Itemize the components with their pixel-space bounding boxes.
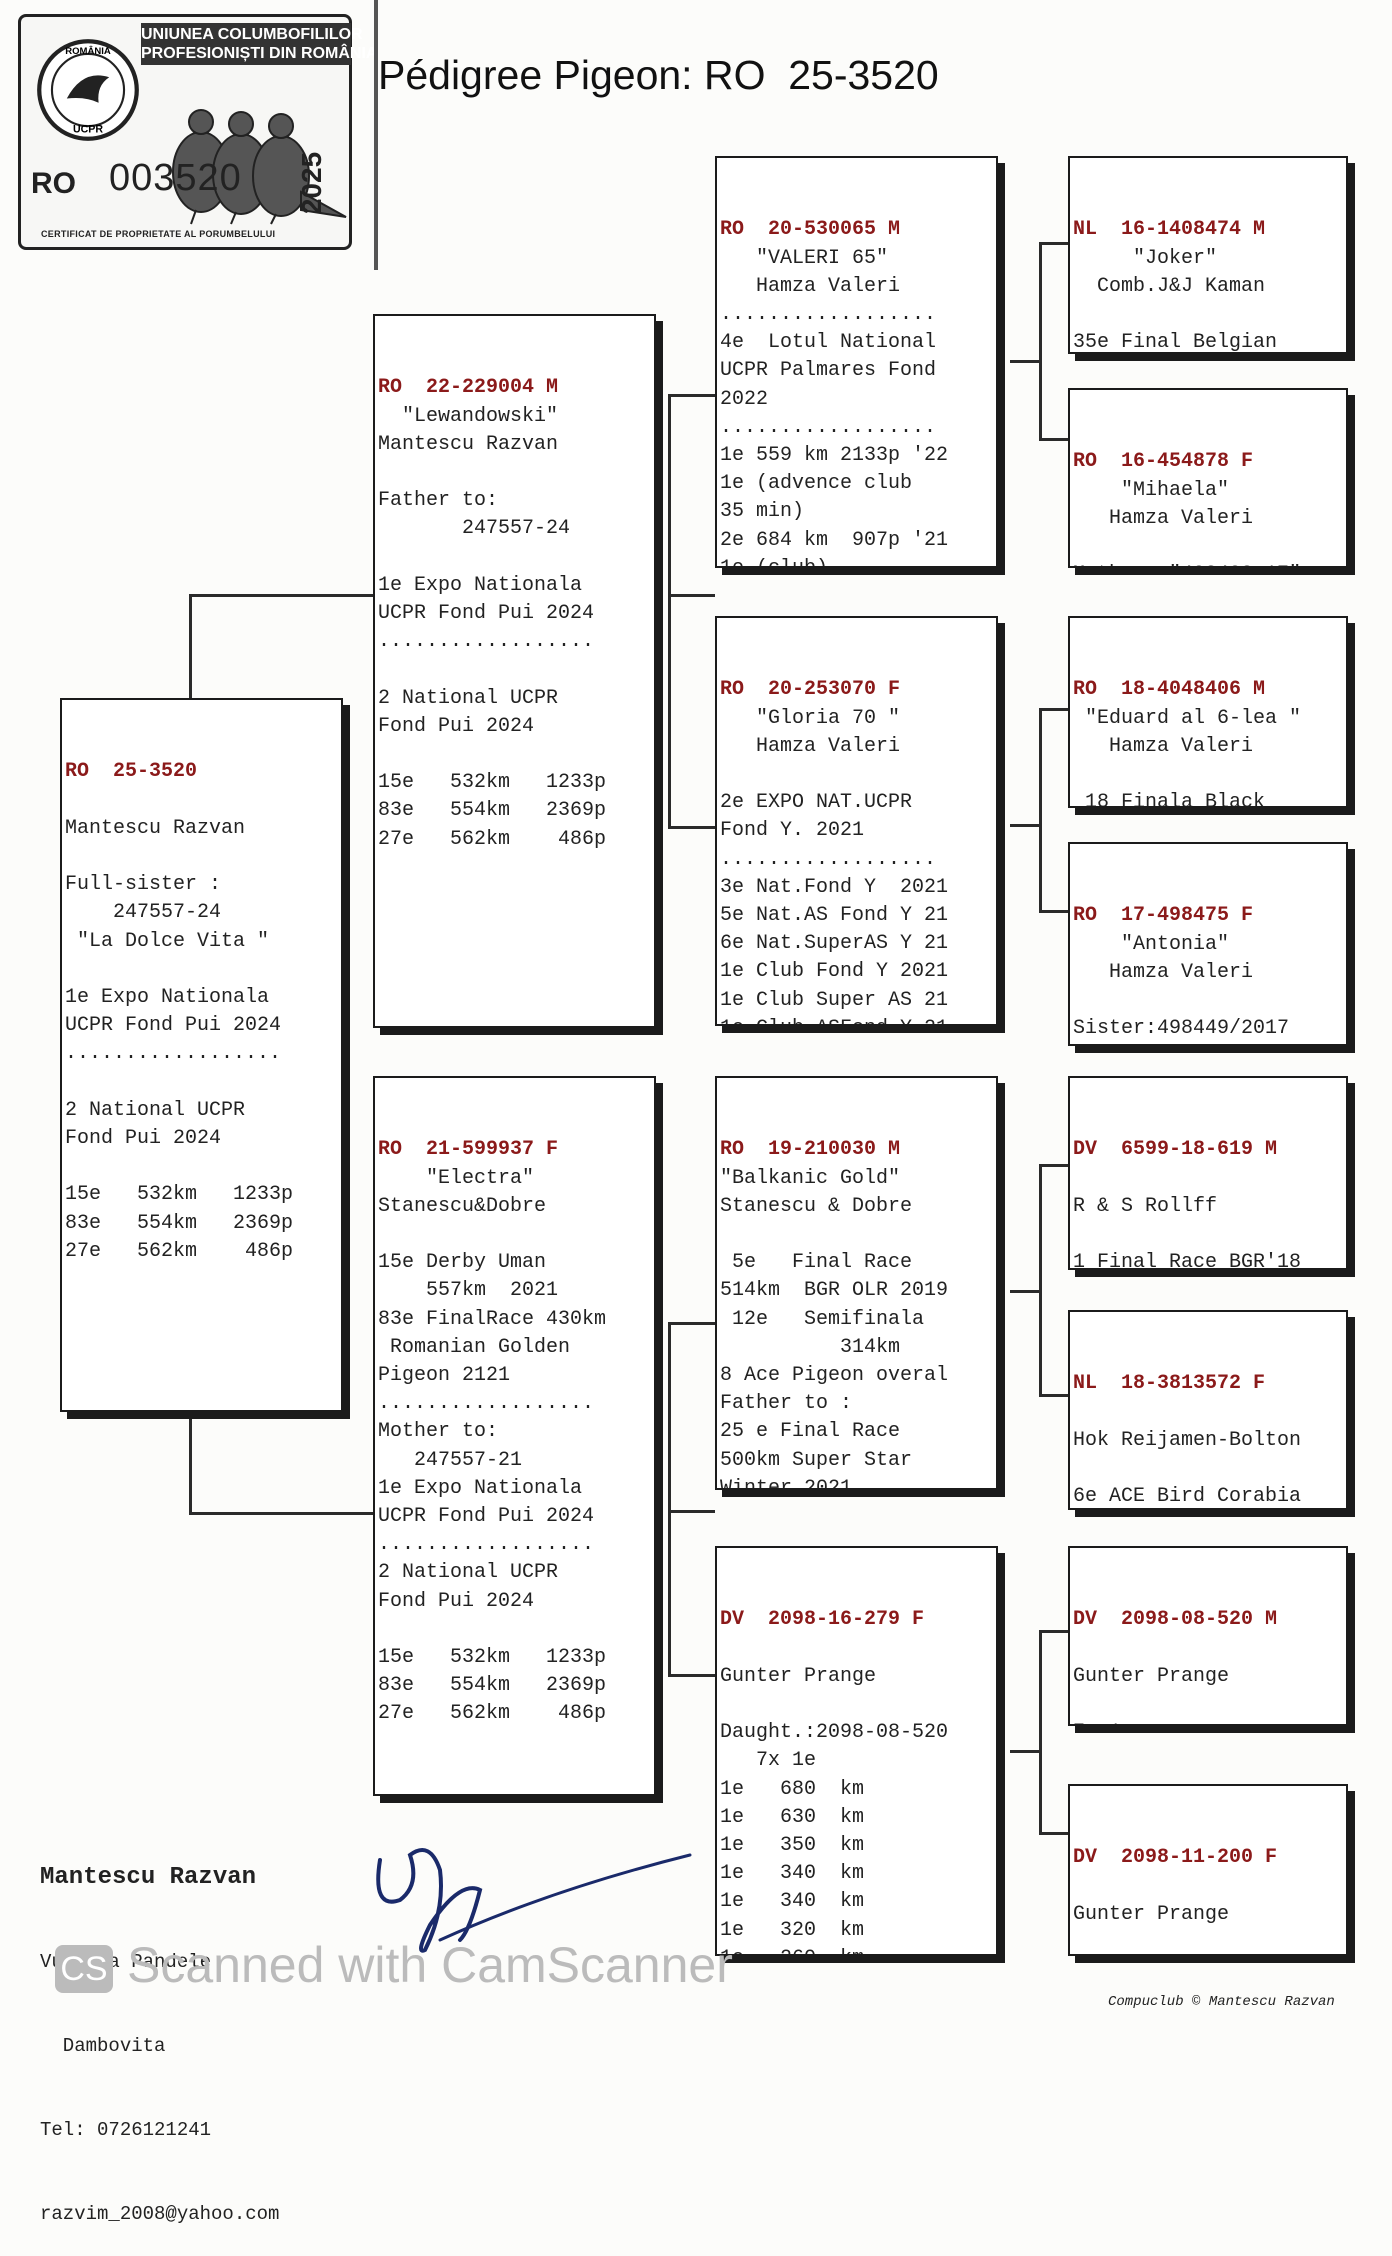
pigeon-card-dsd: NL 18-3813572 F Hok Reijamen-Bolton 6e A… [1068, 1310, 1348, 1510]
stamp-certificate-caption: CERTIFICAT DE PROPRIETATE AL PORUMBELULU… [41, 229, 275, 239]
svg-text:UCPR: UCPR [73, 123, 103, 135]
pigeon-card-ssd: RO 16-454878 F "Mihaela" Hamza Valeri Mo… [1068, 388, 1348, 568]
pigeon-details: "Joker" Comb.J&J Kaman 35e Final Belgian… [1073, 245, 1346, 354]
svg-text:ROMÂNIA: ROMÂNIA [65, 45, 111, 57]
stamp-country: RO [31, 167, 76, 201]
connector [668, 1674, 715, 1677]
connector [189, 594, 192, 702]
pigeon-card-sdd: RO 17-498475 F "Antonia" Hamza Valeri Si… [1068, 842, 1348, 1046]
connector [668, 826, 715, 829]
connector [668, 594, 671, 828]
connector [1039, 910, 1070, 913]
ucpr-seal-icon: ROMÂNIA UCPR [35, 37, 141, 143]
connector [1039, 1630, 1042, 1834]
stamp-organization: UNIUNEA COLUMBOFILILOR PROFESIONIȘTI DIN… [141, 23, 351, 65]
connector [1039, 242, 1042, 440]
ring-number: RO 21-599937 F [378, 1136, 654, 1164]
connector [668, 394, 671, 596]
pigeon-details: Gunter Prange Daught.:2098-08-520 7x 1e … [720, 1635, 996, 1956]
connector [189, 1512, 373, 1515]
ring-number: RO 18-4048406 M [1073, 676, 1346, 704]
pigeon-details: "VALERI 65" Hamza Valeri ...............… [720, 245, 996, 568]
pigeon-card-sss: NL 16-1408474 M "Joker" Comb.J&J Kaman 3… [1068, 156, 1348, 354]
connector [668, 1510, 671, 1676]
pigeon-card-sds: RO 18-4048406 M "Eduard al 6-lea " Hamza… [1068, 616, 1348, 808]
pigeon-details: Gunter Prange 7x 1e 1e 680 km [1073, 1635, 1346, 1726]
scanner-watermark: CS Scanned with CamScanner [55, 1936, 733, 1994]
owner-contact: Mantescu Razvan Vulcana Pandele Dambovit… [40, 1808, 279, 2256]
footer-credit: Compuclub © Mantescu Razvan [1108, 1994, 1335, 2010]
connector [1039, 242, 1070, 245]
scan-edge-line [374, 0, 378, 270]
ring-number: RO 20-253070 F [720, 676, 996, 704]
connector [1039, 1394, 1070, 1397]
connector [1010, 1290, 1041, 1293]
owner-address-line2: Dambovita [40, 2032, 279, 2060]
scanner-watermark-text: Scanned with CamScanner [127, 1937, 733, 1993]
connector [1039, 438, 1070, 441]
pigeon-details: "Gloria 70 " Hamza Valeri 2e EXPO NAT.UC… [720, 705, 996, 1026]
owner-name: Mantescu Razvan [40, 1864, 279, 1892]
connector [1010, 360, 1041, 363]
ring-number: RO 22-229004 M [378, 374, 654, 402]
ring-number: NL 18-3813572 F [1073, 1370, 1346, 1398]
pigeon-details: "Lewandowski" Mantescu Razvan Father to:… [378, 403, 654, 854]
pigeon-details: R & S Rollff 1 Final Race BGR'18 [1073, 1165, 1346, 1270]
pigeon-card-ddd: DV 2098-11-200 F Gunter Prange Daughter … [1068, 1784, 1348, 1956]
pigeon-card-dam: RO 21-599937 F "Electra" Stanescu&Dobre … [373, 1076, 656, 1796]
stamp-number: 003520 [109, 157, 242, 200]
connector [1039, 708, 1070, 711]
ring-number: RO 16-454878 F [1073, 448, 1346, 476]
ucpr-certificate-stamp: ROMÂNIA UCPR UNIUNEA COLUMBOFILILOR PROF… [18, 14, 352, 250]
connector [668, 1322, 715, 1325]
connector [1039, 1630, 1070, 1633]
ring-number: DV 2098-08-520 M [1073, 1606, 1346, 1634]
pigeon-details: "Electra" Stanescu&Dobre 15e Derby Uman … [378, 1165, 654, 1729]
ring-number: DV 2098-16-279 F [720, 1606, 996, 1634]
ring-number: RO 25-3520 [65, 758, 341, 786]
pigeon-details: Mantescu Razvan Full-sister : 247557-24 … [65, 787, 341, 1266]
connector [668, 1322, 671, 1512]
pigeon-card-sire-sire: RO 20-530065 M "VALERI 65" Hamza Valeri … [715, 156, 998, 568]
ring-number: DV 6599-18-619 M [1073, 1136, 1346, 1164]
pigeon-details: "Balkanic Gold" Stanescu & Dobre 5e Fina… [720, 1165, 996, 1490]
pigeon-details: Gunter Prange Daughter "510" [1073, 1873, 1346, 1956]
pigeon-card-sire-dam: RO 20-253070 F "Gloria 70 " Hamza Valeri… [715, 616, 998, 1026]
connector [189, 594, 373, 597]
ring-number: NL 16-1408474 M [1073, 216, 1346, 244]
pigeon-card-dam-dam: DV 2098-16-279 F Gunter Prange Daught.:2… [715, 1546, 998, 1956]
connector [1010, 824, 1041, 827]
connector [189, 1412, 192, 1514]
pigeon-card-subject: RO 25-3520 Mantescu Razvan Full-sister :… [60, 698, 343, 1412]
pigeon-card-sire: RO 22-229004 M "Lewandowski" Mantescu Ra… [373, 314, 656, 1028]
pigeon-card-dss: DV 6599-18-619 M R & S Rollff 1 Final Ra… [1068, 1076, 1348, 1270]
connector [1039, 1832, 1070, 1835]
pigeon-details: "Eduard al 6-lea " Hamza Valeri 18 Final… [1073, 705, 1346, 808]
owner-phone: Tel: 0726121241 [40, 2116, 279, 2144]
connector [1039, 708, 1042, 912]
stamp-year: 2025 [296, 152, 328, 214]
connector [668, 394, 715, 397]
pigeon-card-dds: DV 2098-08-520 M Gunter Prange 7x 1e 1e … [1068, 1546, 1348, 1726]
page-title: Pédigree Pigeon: RO 25-3520 [378, 52, 939, 99]
ring-number: DV 2098-11-200 F [1073, 1844, 1346, 1872]
connector [1039, 1164, 1070, 1167]
connector [1010, 1750, 1041, 1753]
ring-number: RO 20-530065 M [720, 216, 996, 244]
pigeon-details: "Antonia" Hamza Valeri Sister:498449/201… [1073, 931, 1346, 1046]
ring-number: RO 17-498475 F [1073, 902, 1346, 930]
connector [668, 1510, 715, 1513]
camscanner-logo-icon: CS [55, 1945, 113, 1993]
ring-number: RO 19-210030 M [720, 1136, 996, 1164]
pigeon-details: Hok Reijamen-Bolton 6e ACE Bird Corabia … [1073, 1399, 1346, 1510]
connector [1039, 1164, 1042, 1396]
pigeon-details: "Mihaela" Hamza Valeri Mother :"498438-1… [1073, 477, 1346, 568]
pigeon-card-dam-sire: RO 19-210030 M"Balkanic Gold" Stanescu &… [715, 1076, 998, 1490]
owner-email: razvim_2008@yahoo.com [40, 2200, 279, 2228]
connector [668, 594, 715, 597]
